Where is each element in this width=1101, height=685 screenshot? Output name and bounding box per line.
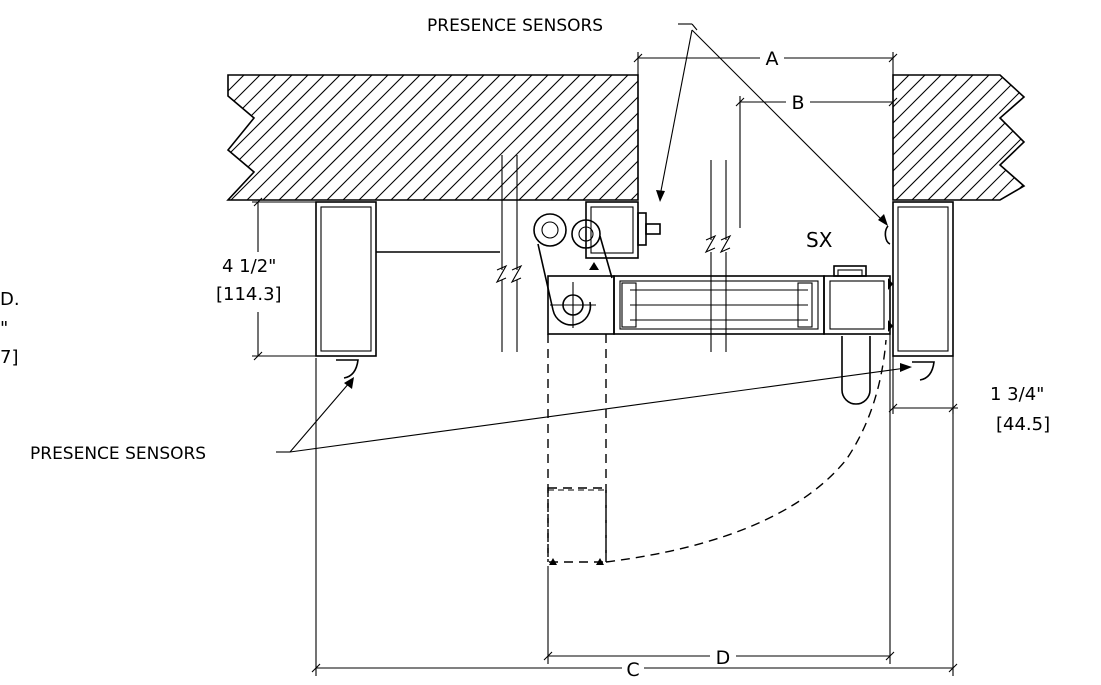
hatch-line (893, 75, 990, 200)
hatch-line (310, 75, 437, 200)
hatch-line (246, 75, 373, 200)
hatch-line (406, 75, 533, 200)
side-mm-label: [44.5] (996, 414, 1050, 435)
left-jamb (315, 201, 500, 357)
hatch-line (550, 75, 638, 200)
hatch-line (502, 75, 629, 200)
hatch-line (294, 75, 421, 200)
right-jamb (892, 201, 954, 357)
hatch-line (228, 75, 341, 200)
hatch-line (893, 75, 926, 200)
side-inch-label: 1 3/4" (990, 384, 1044, 405)
dimension-side (888, 356, 958, 414)
dimension-c (311, 358, 958, 676)
hatch-line (326, 75, 453, 200)
hatch-line (454, 75, 581, 200)
cropped-text-1: D. (0, 289, 20, 310)
hatch-line (228, 75, 245, 200)
door-open-position (547, 334, 887, 565)
hatch-line (534, 75, 638, 200)
dimension-b (735, 96, 898, 228)
hatch-line (630, 75, 638, 200)
hatch-line (228, 75, 309, 200)
door-panel (547, 265, 893, 335)
hatch-line (228, 75, 325, 200)
hatch-line (927, 75, 1024, 200)
hatch-line (374, 75, 501, 200)
height-inch-label: 4 1/2" (222, 256, 276, 277)
hatch-line (959, 75, 1024, 200)
hatch-line (911, 75, 1024, 200)
hatch-line (262, 75, 389, 200)
top-presence-sensor-housing (585, 201, 661, 270)
hatch-line (390, 75, 517, 200)
dimension-a (633, 52, 898, 75)
dimension-c-label: C (626, 659, 639, 681)
bottom-presence-sensors (336, 225, 935, 405)
hatch-line (582, 75, 638, 200)
hatch-line (228, 75, 229, 200)
hatch-line (943, 75, 1024, 200)
cropped-text-3: 7] (0, 347, 18, 368)
hatch-line (358, 75, 485, 200)
leader-top-sensors (656, 23, 888, 226)
cropped-text-2: " (0, 318, 8, 339)
hatch-line (1007, 75, 1024, 200)
operator-arm (533, 213, 613, 328)
break-lines (495, 155, 732, 352)
hatch-line (893, 75, 974, 200)
hatch-line (470, 75, 597, 200)
presence-sensors-label-top: PRESENCE SENSORS (427, 16, 603, 36)
hatch-line (975, 75, 1024, 200)
hatch-line (893, 75, 942, 200)
hatch-line (518, 75, 638, 200)
hatch-line (228, 75, 261, 200)
hatch-line (486, 75, 613, 200)
hatch-line (566, 75, 638, 200)
hatch-line (895, 75, 1022, 200)
hatch-line (1023, 75, 1024, 200)
hatch-line (228, 75, 277, 200)
hatch-line (278, 75, 405, 200)
hatch-line (230, 75, 357, 200)
dimension-d-label: D (716, 647, 731, 669)
sx-label: SX (806, 228, 833, 252)
hatch-line (438, 75, 565, 200)
dimension-a-label: A (766, 48, 779, 70)
height-mm-label: [114.3] (216, 284, 282, 305)
presence-sensors-label-bottom: PRESENCE SENSORS (30, 444, 206, 464)
hatch-line (598, 75, 638, 200)
hatch-line (991, 75, 1024, 200)
hatch-line (893, 75, 894, 200)
hatch-line (422, 75, 549, 200)
hatch-line (342, 75, 469, 200)
dimension-b-label: B (791, 92, 804, 114)
hatch-line (614, 75, 638, 200)
dimension-height (252, 197, 316, 361)
left-wall (226, 74, 639, 201)
hatch-line (893, 75, 958, 200)
right-wall (892, 74, 1026, 201)
dimension-d (543, 334, 895, 664)
hatch-line (893, 75, 1006, 200)
hatch-line (228, 75, 293, 200)
leader-bottom-sensors (276, 363, 912, 453)
